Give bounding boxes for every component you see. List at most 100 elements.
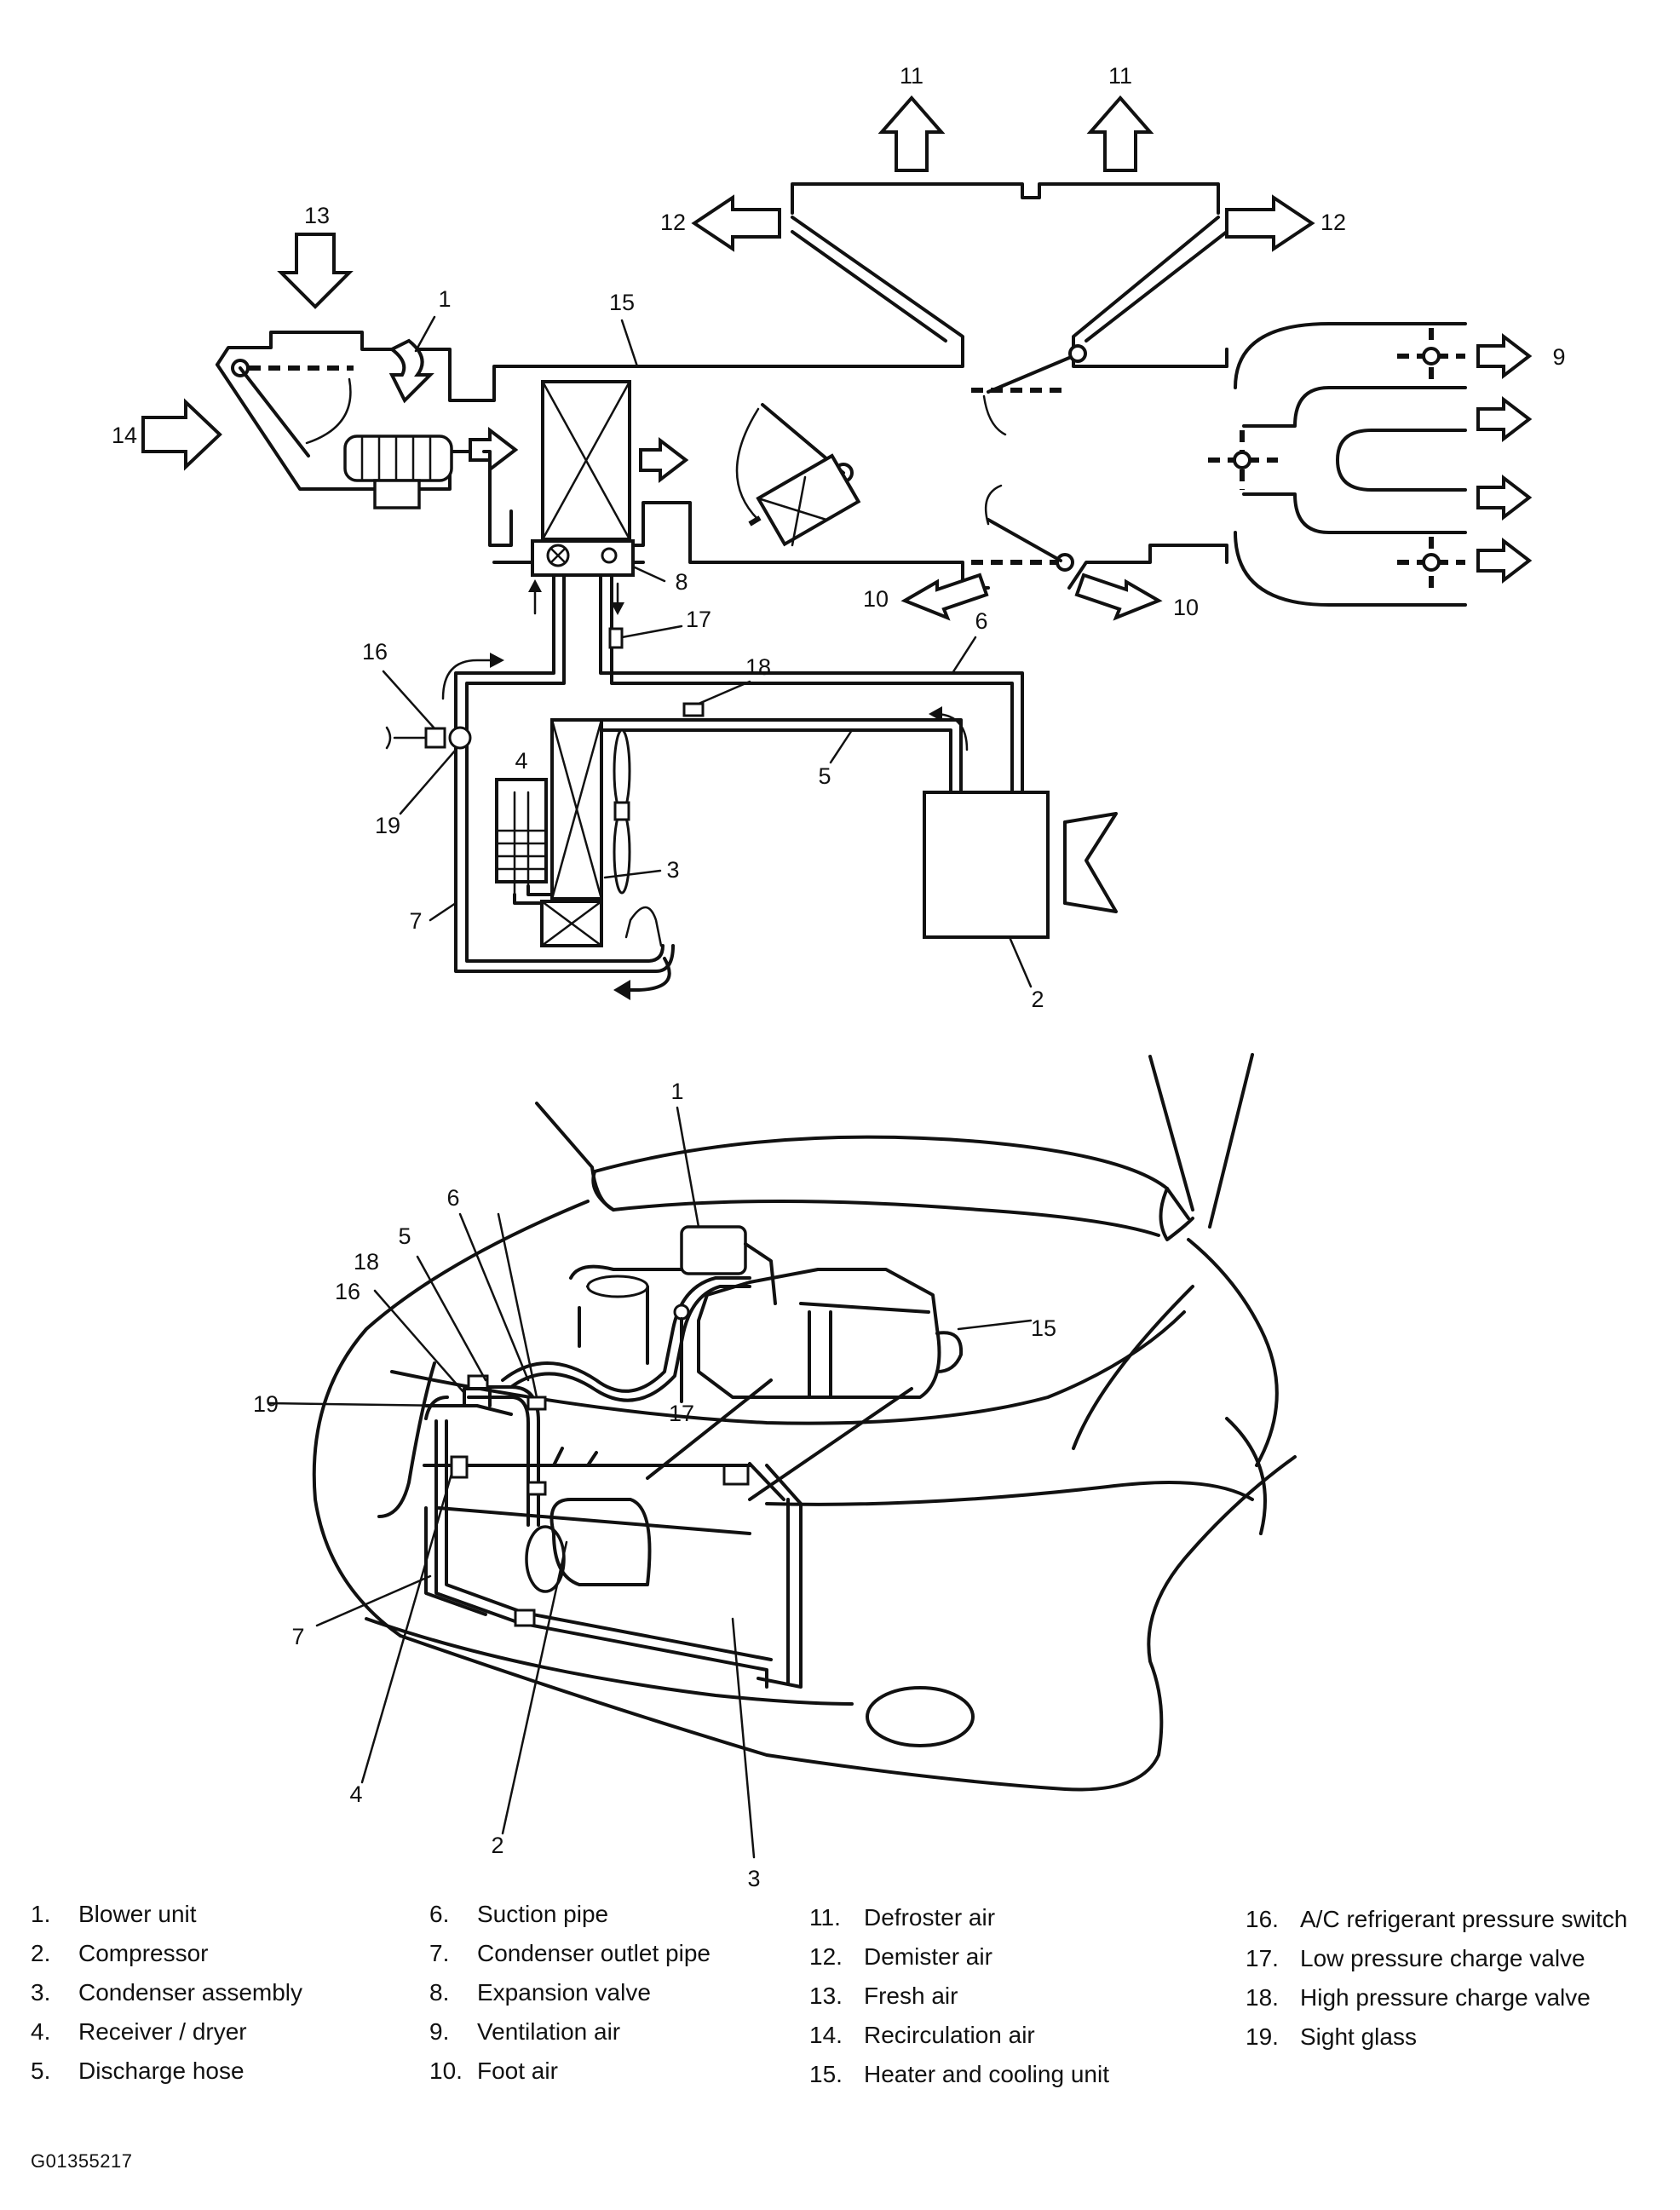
ventilation-air-arrow-3 xyxy=(1476,474,1533,521)
legend-item: 2. Compressor xyxy=(31,1934,302,1973)
engine-components xyxy=(424,1225,964,1689)
legend-number: 2. xyxy=(31,1940,51,1966)
vehicle-callout-15: 15 xyxy=(1031,1315,1056,1341)
legend-label: Demister air xyxy=(864,1943,992,1970)
callout-12-left: 12 xyxy=(660,210,686,235)
legend-number: 12. xyxy=(809,1943,843,1970)
legend-number: 19. xyxy=(1246,2023,1279,2050)
legend-item: 12. Demister air xyxy=(809,1937,1109,1977)
callout-8: 8 xyxy=(675,569,688,595)
legend-column-4: 16.A/C refrigerant pressure switch 17. Lo… xyxy=(1246,1900,1627,2057)
legend-column-2: 6. Suction pipe 7. Condenser outlet pipe 8… xyxy=(429,1895,711,2091)
legend-item: 5. Discharge hose xyxy=(31,2052,302,2091)
legend-label: Fresh air xyxy=(864,1983,958,2009)
legend-label: Condenser assembly xyxy=(78,1979,303,2006)
low-pressure-charge-valve xyxy=(608,627,624,649)
legend-number: 17. xyxy=(1246,1945,1279,1971)
legend-column-3: 11.Defroster air 12. Demister air 13. Fres… xyxy=(809,1898,1109,2094)
legend-item: 14.Recirculation air xyxy=(809,2016,1109,2055)
legend-label: Foot air xyxy=(477,2057,558,2084)
legend-item: 17. Low pressure charge valve xyxy=(1246,1939,1627,1978)
callout-13: 13 xyxy=(304,203,330,228)
callout-18: 18 xyxy=(745,654,771,680)
demister-air-arrow-right xyxy=(1225,194,1315,252)
vehicle-illustration: 1 2 3 4 5 6 7 15 16 17 18 19 xyxy=(253,1053,1297,1891)
legend-number: 18. xyxy=(1246,1984,1279,2011)
vehicle-callout-3: 3 xyxy=(747,1866,760,1891)
callout-19: 19 xyxy=(375,813,400,838)
ventilation-air-arrow-2 xyxy=(1476,395,1533,443)
legend-item: 11.Defroster air xyxy=(809,1898,1109,1937)
condenser-assembly xyxy=(540,718,631,947)
legend-label: Discharge hose xyxy=(78,2057,245,2084)
callout-7: 7 xyxy=(409,908,422,934)
callout-4: 4 xyxy=(515,748,527,774)
vehicle-callout-6: 6 xyxy=(446,1185,459,1211)
high-pressure-charge-valve xyxy=(682,702,705,717)
demister-air-arrow-left xyxy=(691,194,781,252)
vehicle-leader-lines xyxy=(267,1106,1033,1859)
callout-9: 9 xyxy=(1552,344,1565,370)
fresh-air-arrow xyxy=(277,233,354,309)
legend-number: 11. xyxy=(809,1904,841,1931)
legend-item: 9.Ventilation air xyxy=(429,2012,711,2052)
callout-11-right: 11 xyxy=(1108,63,1132,89)
legend-item: 3. Condenser assembly xyxy=(31,1973,302,2012)
ventilation-ducts xyxy=(1208,322,1467,607)
legend-item: 18. High pressure charge valve xyxy=(1246,1978,1627,2017)
callout-11-left: 11 xyxy=(900,63,923,89)
airflow-schematic: 11 11 12 12 13 14 1 xyxy=(112,63,1566,1012)
legend-item: 15.Heater and cooling unit xyxy=(809,2055,1109,2094)
vehicle-callout-18: 18 xyxy=(354,1249,379,1275)
sight-glass xyxy=(448,726,472,750)
heater-cooling-unit xyxy=(482,344,1228,590)
receiver-dryer xyxy=(495,778,555,905)
vehicle-callout-19: 19 xyxy=(253,1391,279,1417)
legend-item: 19. Sight glass xyxy=(1246,2017,1627,2057)
legend-number: 7. xyxy=(429,1940,450,1966)
hood xyxy=(535,1053,1254,1241)
figure-id: G01355217 xyxy=(31,2150,133,2172)
legend-label: Suction pipe xyxy=(477,1901,609,1927)
legend-label: Condenser outlet pipe xyxy=(477,1940,711,1966)
foot-air-arrow-left xyxy=(900,573,989,621)
recirculation-air-arrow xyxy=(141,398,222,471)
ventilation-air-arrow-4 xyxy=(1476,537,1533,584)
refrigerant-lines xyxy=(454,573,1024,973)
legend-item: 16.A/C refrigerant pressure switch xyxy=(1246,1900,1627,1939)
compressor xyxy=(923,791,1118,939)
legend-label: Low pressure charge valve xyxy=(1300,1945,1585,1971)
callout-6: 6 xyxy=(975,608,987,634)
vehicle-callout-17: 17 xyxy=(669,1401,694,1426)
legend-item: 13. Fresh air xyxy=(809,1977,1109,2016)
callout-2: 2 xyxy=(1031,987,1044,1012)
legend-label: High pressure charge valve xyxy=(1300,1984,1591,2011)
callout-12-right: 12 xyxy=(1320,210,1346,235)
legend-label: Expansion valve xyxy=(477,1979,651,2006)
expansion-valve xyxy=(492,539,645,577)
legend-label: Recirculation air xyxy=(864,2022,1035,2048)
defroster-air-arrow-right xyxy=(1086,95,1154,172)
vehicle-callout-1: 1 xyxy=(670,1079,683,1104)
callout-17: 17 xyxy=(686,607,711,632)
legend-number: 5. xyxy=(31,2057,51,2084)
legend-label: Compressor xyxy=(78,1940,209,1966)
legend-item: 1.Blower unit xyxy=(31,1895,302,1934)
vehicle-callout-5: 5 xyxy=(398,1223,411,1249)
legend-number: 8. xyxy=(429,1979,450,2006)
callout-15: 15 xyxy=(609,290,635,315)
legend-number: 3. xyxy=(31,1979,51,2006)
vehicle-callout-4: 4 xyxy=(349,1781,362,1807)
foot-air-arrow-right xyxy=(1074,573,1163,621)
defroster-air-arrow-left xyxy=(877,95,946,172)
legend-label: Sight glass xyxy=(1300,2023,1417,2050)
legend-label: Heater and cooling unit xyxy=(864,2061,1109,2087)
legend-column-1: 1.Blower unit 2. Compressor 3. Condenser a… xyxy=(31,1895,302,2091)
callout-14: 14 xyxy=(112,423,137,448)
legend-number: 13. xyxy=(809,1983,843,2009)
legend-item: 4.Receiver / dryer xyxy=(31,2012,302,2052)
callout-10-left: 10 xyxy=(863,586,889,612)
legend-number: 6. xyxy=(429,1901,450,1927)
legend-item: 6. Suction pipe xyxy=(429,1895,711,1934)
